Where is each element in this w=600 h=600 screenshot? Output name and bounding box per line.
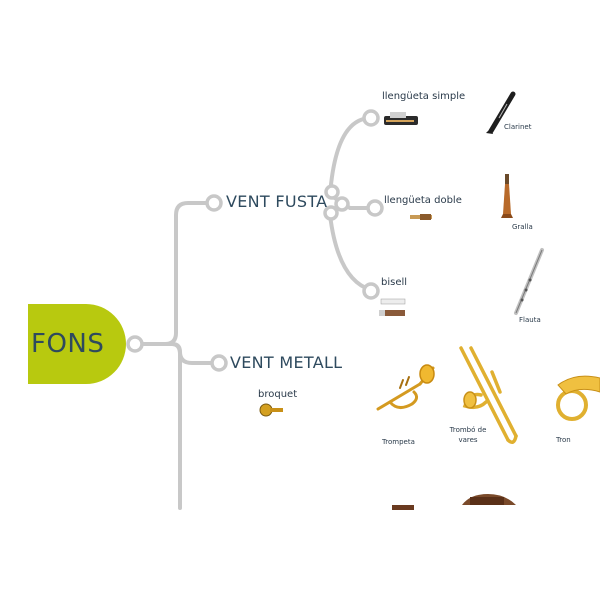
sub-llengueta-doble[interactable]: llengüeta doble — [384, 195, 462, 206]
mouthpiece-reed-icon — [384, 112, 418, 125]
branch-vent-metall[interactable]: VENT METALL — [230, 353, 343, 372]
vent-fusta-out-dot-1[interactable] — [324, 184, 340, 200]
root-node-fons[interactable]: FONS — [28, 304, 126, 384]
cropped-instrument-icon — [392, 494, 516, 510]
connector-nodes — [126, 109, 384, 372]
bisell-connector — [328, 213, 373, 292]
double-reed-icon — [410, 214, 432, 220]
bisell-dot[interactable] — [362, 282, 380, 300]
connector-lines — [133, 116, 376, 510]
llengueta-simple-dot[interactable] — [362, 109, 380, 127]
vent-fusta-connector — [133, 201, 216, 346]
caption-trombo: Trombó de vares — [449, 426, 487, 444]
root-node-dot[interactable] — [126, 335, 144, 353]
caption-tron: Tron — [556, 436, 571, 444]
vent-metall-dot[interactable] — [210, 354, 228, 372]
sub-bisell[interactable]: bisell — [381, 277, 408, 288]
llengueta-doble-dot[interactable] — [366, 199, 384, 217]
caption-flauta: Flauta — [519, 316, 541, 324]
root-label: FONS — [31, 329, 105, 359]
vent-fusta-out-dot-3[interactable] — [323, 205, 339, 221]
flute-icon — [514, 248, 544, 315]
vent-fusta-dot[interactable] — [205, 194, 223, 212]
trombone-icon — [459, 346, 518, 444]
vent-fusta-out-dot-2[interactable] — [334, 196, 350, 212]
caption-trompeta: Trompeta — [382, 438, 415, 446]
caption-gralla: Gralla — [512, 223, 533, 231]
gralla-icon — [501, 174, 513, 218]
llengueta-simple-connector — [328, 116, 373, 197]
clarinet-icon — [486, 91, 516, 134]
vent-metall-connector — [170, 342, 221, 365]
french-horn-icon — [556, 375, 600, 421]
branch-vent-fusta[interactable]: VENT FUSTA — [226, 192, 328, 211]
brass-mouthpiece-icon — [259, 403, 283, 417]
root-trunk-line — [133, 342, 182, 510]
whistle-icon — [379, 298, 406, 316]
sub-broquet[interactable]: broquet — [258, 389, 298, 400]
sub-llengueta-simple[interactable]: llengüeta simple — [382, 91, 466, 102]
caption-clarinet: Clarinet — [504, 123, 532, 131]
trumpet-icon — [376, 364, 435, 411]
